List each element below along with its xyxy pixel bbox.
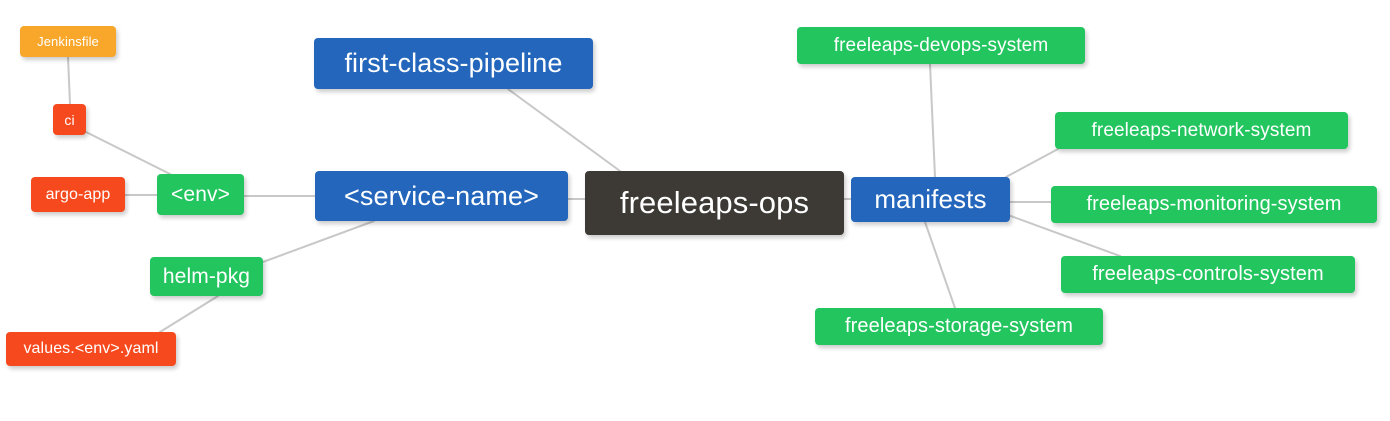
node-jenkinsfile[interactable]: Jenkinsfile xyxy=(20,26,116,57)
node-devops-system[interactable]: freeleaps-devops-system xyxy=(797,27,1085,64)
node-network-system[interactable]: freeleaps-network-system xyxy=(1055,112,1348,149)
node-freeleaps-ops[interactable]: freeleaps-ops xyxy=(585,171,844,235)
edge-manifests-to-storage-system xyxy=(924,221,956,309)
node-monitoring-system[interactable]: freeleaps-monitoring-system xyxy=(1051,186,1377,223)
edge-manifests-to-devops-system xyxy=(929,63,936,178)
node-service-name[interactable]: <service-name> xyxy=(315,171,568,221)
node-env[interactable]: <env> xyxy=(157,174,244,215)
edge-helm-pkg-to-service-name xyxy=(262,220,375,263)
edge-ci-to-env xyxy=(85,131,171,175)
edge-manifests-to-network-system xyxy=(1005,148,1059,178)
node-ci[interactable]: ci xyxy=(53,104,86,135)
node-argo-app[interactable]: argo-app xyxy=(31,177,125,212)
node-controls-system[interactable]: freeleaps-controls-system xyxy=(1061,256,1355,293)
edge-first-class-pipeline-to-freeleaps-ops xyxy=(507,88,621,172)
edge-values-yaml-to-helm-pkg xyxy=(159,295,219,333)
node-first-class-pipeline[interactable]: first-class-pipeline xyxy=(314,38,593,89)
edge-jenkinsfile-to-ci xyxy=(67,56,71,105)
node-storage-system[interactable]: freeleaps-storage-system xyxy=(815,308,1103,345)
node-values-yaml[interactable]: values.<env>.yaml xyxy=(6,332,176,366)
node-manifests[interactable]: manifests xyxy=(851,177,1010,222)
node-helm-pkg[interactable]: helm-pkg xyxy=(150,257,263,296)
